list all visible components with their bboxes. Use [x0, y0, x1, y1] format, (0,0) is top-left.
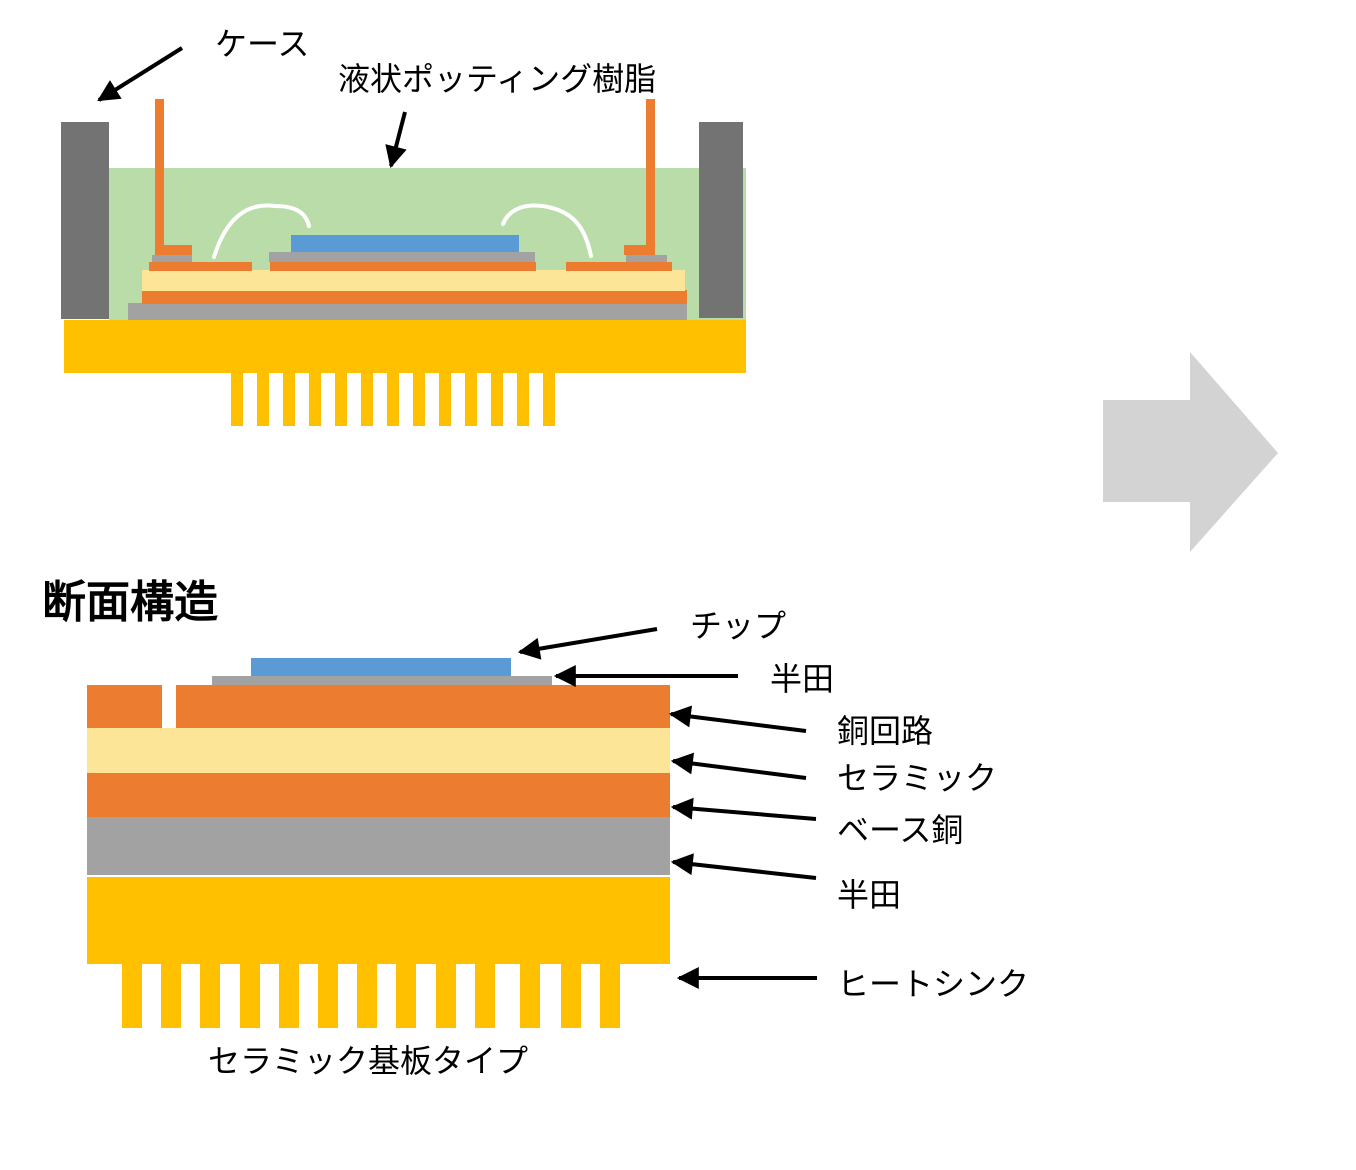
heatsink-fins — [122, 964, 620, 1028]
ceramic-label: セラミック — [837, 759, 997, 797]
ceramic-pointer-arrow — [670, 752, 807, 780]
power-chip — [291, 235, 519, 252]
solder-lower-pointer-arrow — [670, 853, 817, 880]
copper-pad-center — [270, 262, 536, 271]
base-copper-label: ベース銅 — [837, 811, 963, 849]
resin-pointer-arrow — [385, 111, 407, 169]
resin-label: 液状ポッティング樹脂 — [338, 60, 656, 98]
heatsink-label: ヒートシンク — [837, 965, 1029, 1003]
bond-wire-left — [212, 203, 311, 259]
copper-pad-right — [566, 262, 672, 271]
terminal-right — [624, 99, 655, 255]
solder-upper-label: 半田 — [770, 660, 834, 698]
module-assembly-diagram: ケース 液状ポッティング樹脂 — [61, 25, 746, 426]
solder-layer-upper — [212, 676, 552, 685]
copper-pad-left — [149, 262, 252, 271]
terminal-solder-left — [152, 255, 192, 262]
base-copper-top-diagram — [142, 290, 687, 304]
copper-circuit-right — [176, 685, 670, 728]
solder-layer-lower — [87, 817, 670, 875]
solder-under-chip — [269, 252, 535, 262]
chip-label: チップ — [690, 607, 786, 645]
copper-circuit-pointer-arrow — [668, 705, 807, 733]
case-wall-right — [699, 122, 743, 318]
terminal-left — [155, 99, 192, 255]
base-copper-pointer-arrow — [670, 797, 817, 821]
heatsink-base — [87, 877, 670, 964]
case-pointer-arrow — [97, 46, 184, 102]
bond-wire-right — [501, 203, 593, 258]
solder-lower-label: 半田 — [837, 876, 901, 914]
case-wall-left — [61, 122, 109, 319]
solder-layer-top-diagram — [128, 303, 687, 320]
copper-circuit-label: 銅回路 — [837, 712, 933, 750]
terminal-solder-right — [626, 255, 667, 262]
right-arrow-shape — [1103, 352, 1278, 552]
copper-circuit-left — [87, 685, 162, 728]
heatsink-base-top — [64, 320, 746, 373]
chip-pointer-arrow — [517, 627, 658, 660]
cross-section-diagram: チップ 半田 銅回路 セラミック ベース銅 半田 ヒートシンク セラミック基板タ… — [87, 607, 1029, 1080]
case-label: ケース — [215, 25, 309, 63]
ceramic-layer — [87, 728, 670, 773]
ceramic-top-diagram — [142, 270, 685, 291]
chip-layer — [251, 658, 511, 676]
heatsink-fins-top — [231, 373, 555, 426]
base-copper-layer — [87, 773, 670, 817]
substrate-type-caption: セラミック基板タイプ — [208, 1042, 528, 1080]
section-title: 断面構造 — [42, 577, 218, 628]
